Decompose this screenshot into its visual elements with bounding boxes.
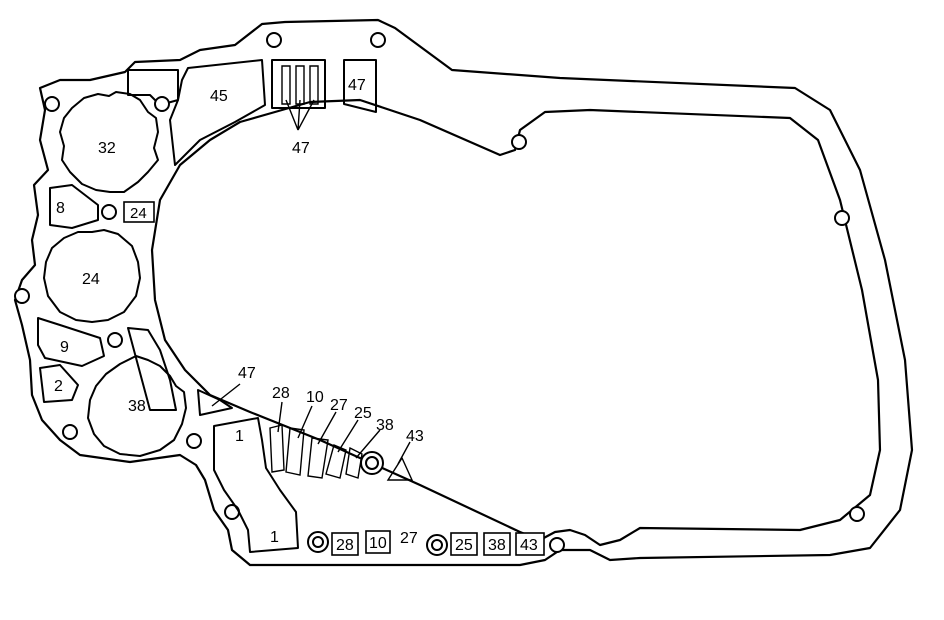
passage-outline-1: [213, 417, 299, 553]
box-b43: [515, 532, 545, 556]
bolt-hole: [834, 210, 850, 226]
bore-24: [43, 229, 141, 323]
label-c43: 43: [406, 428, 424, 445]
orifice-25: [325, 444, 347, 479]
label-c38: 38: [376, 417, 394, 434]
bolt-hole: [266, 32, 282, 48]
bolt-hole: [101, 204, 117, 220]
label-47-box: 47: [348, 77, 366, 94]
bolt-hole: [849, 506, 865, 522]
leader-line-47-low: [211, 383, 241, 407]
label-b28: 28: [336, 537, 354, 554]
label-9: 9: [60, 339, 69, 356]
orifice-28: [269, 424, 285, 473]
bolt-holes: [14, 32, 865, 553]
bolt-hole: [370, 32, 386, 48]
bolt-hole: [107, 332, 123, 348]
passage-outline-8: [49, 184, 99, 229]
box-b10: [365, 530, 391, 554]
orifice-ring-inner: [365, 456, 379, 470]
bolt-hole: [549, 537, 565, 553]
gasket-outer-outline: [13, 18, 914, 567]
bore-32: [59, 91, 159, 193]
passage-outline-9: [37, 317, 105, 367]
label-2: 2: [54, 378, 63, 395]
passage-box-47: [343, 59, 377, 113]
orifice-43: [386, 456, 414, 481]
bolt-hole: [511, 134, 527, 150]
bolt-hole: [44, 96, 60, 112]
slot-frame: [271, 59, 326, 109]
label-24: 24: [82, 271, 100, 288]
bolt-hole: [62, 424, 78, 440]
bolt-hole: [154, 96, 170, 112]
slot: [295, 65, 305, 105]
slot: [309, 65, 319, 105]
box-b25: [450, 532, 478, 556]
label-c10: 10: [306, 389, 324, 406]
label-b10: 10: [369, 535, 387, 552]
passage-group-47-top: [271, 59, 377, 131]
label-b38: 38: [488, 537, 506, 554]
passage-outline-2: [39, 364, 79, 403]
box-p24: [123, 201, 155, 223]
label-b43: 43: [520, 537, 538, 554]
ring-hole-left-inner: [312, 536, 324, 548]
bolt-hole: [14, 288, 30, 304]
bore-38: [87, 355, 187, 457]
passage-outline-38-slot: [127, 327, 177, 411]
label-24-box: 24: [130, 205, 147, 222]
label-47-low: 47: [238, 365, 256, 382]
orifice-series: [269, 401, 414, 481]
passage-outline-45: [169, 59, 266, 166]
label-c28: 28: [272, 385, 290, 402]
box-b28: [331, 532, 359, 556]
orifice-38: [345, 446, 363, 479]
slot: [281, 65, 291, 105]
leader-line: [285, 99, 315, 131]
box-b38: [483, 532, 511, 556]
label-47-top: 47: [292, 140, 310, 157]
label-32: 32: [98, 140, 116, 157]
leader-lines-series: [277, 401, 411, 465]
label-8: 8: [56, 200, 65, 217]
label-c25: 25: [354, 405, 372, 422]
label-1-upper: 1: [235, 428, 244, 445]
label-45: 45: [210, 88, 228, 105]
gasket-inner-outline: [150, 98, 882, 547]
passage-outline-upper-left: [127, 69, 179, 106]
passage-wedge-47-low: [197, 389, 233, 416]
label-c27: 27: [330, 397, 348, 414]
ring-hole-mid-inner: [431, 539, 443, 551]
bolt-hole: [186, 433, 202, 449]
label-b27: 27: [400, 530, 418, 547]
label-38: 38: [128, 398, 146, 415]
orifice-27: [307, 437, 329, 479]
label-b25: 25: [455, 537, 473, 554]
label-1-lower: 1: [270, 529, 279, 546]
orifice-10: [285, 427, 305, 476]
